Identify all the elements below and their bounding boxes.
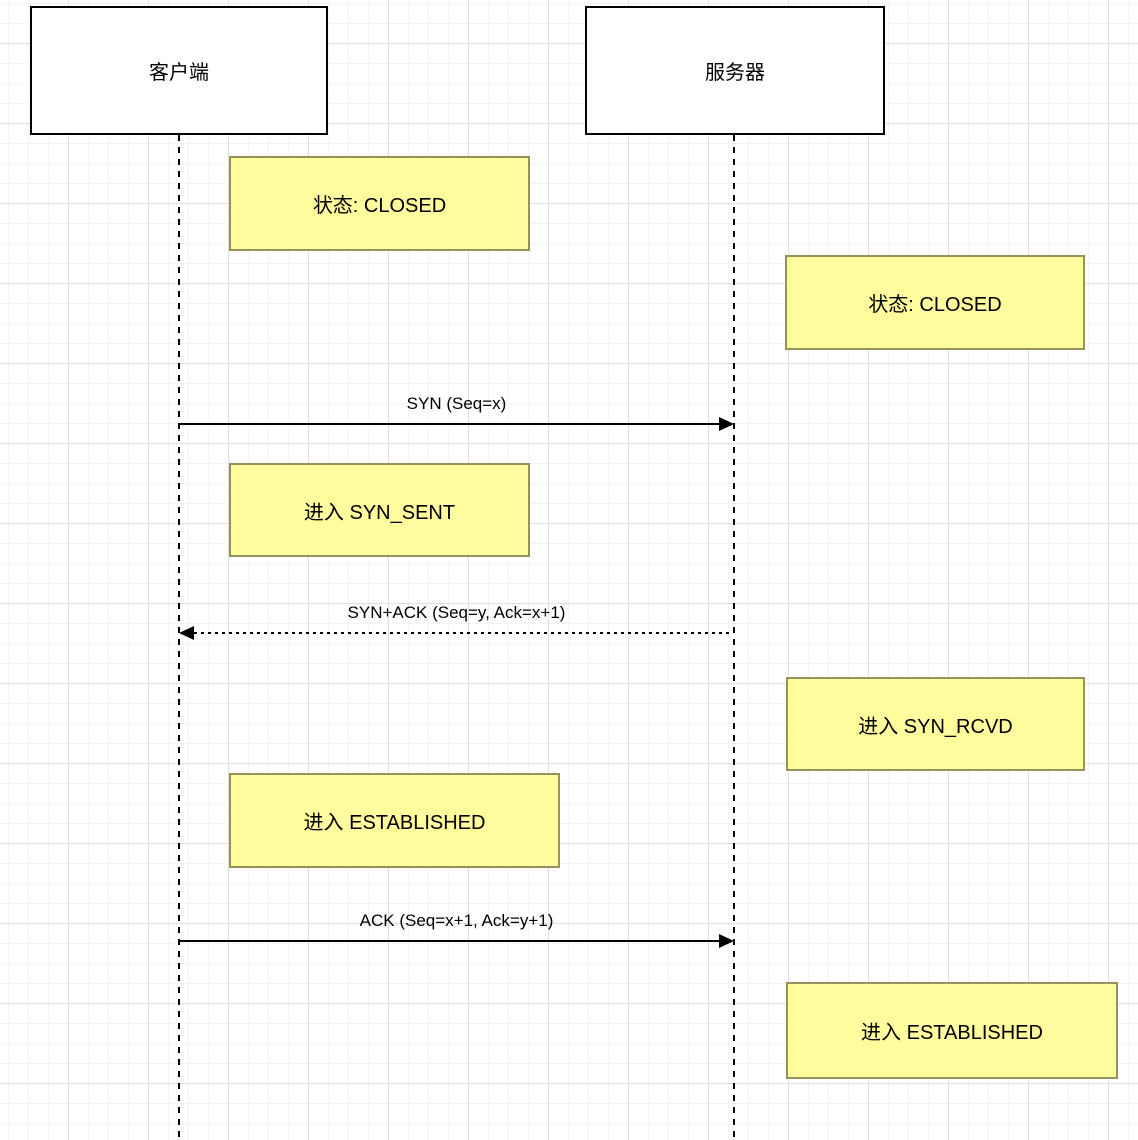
actor-client: 客户端 <box>30 6 328 135</box>
note-client-closed: 状态: CLOSED <box>229 156 530 251</box>
message-ack-arrowhead-icon <box>719 934 734 948</box>
note-client-syn-sent-label: 进入 SYN_SENT <box>303 501 456 524</box>
message-ack-line <box>179 940 720 942</box>
message-syn-ack-label: SYN+ACK (Seq=y, Ack=x+1) <box>347 603 566 622</box>
message-syn-arrowhead-icon <box>719 417 734 431</box>
note-server-closed: 状态: CLOSED <box>785 255 1085 350</box>
message-syn-ack-arrowhead-icon <box>179 626 194 640</box>
actor-client-label: 客户端 <box>149 62 209 84</box>
actor-server-label: 服务器 <box>705 62 765 84</box>
message-ack-label: ACK (Seq=x+1, Ack=y+1) <box>359 911 554 930</box>
note-server-syn-rcvd: 进入 SYN_RCVD <box>786 677 1085 771</box>
message-syn-label: SYN (Seq=x) <box>406 394 507 413</box>
note-server-established-label: 进入 ESTABLISHED <box>861 1022 1043 1044</box>
message-syn-ack-line <box>194 632 733 634</box>
actor-server: 服务器 <box>585 6 885 135</box>
note-client-established: 进入 ESTABLISHED <box>229 773 560 868</box>
note-server-syn-rcvd-label: 进入 SYN_RCVD <box>858 715 1013 738</box>
message-syn-line <box>179 423 720 425</box>
server-lifeline <box>733 135 735 1140</box>
note-client-closed-label: 状态: CLOSED <box>312 195 447 217</box>
note-client-syn-sent: 进入 SYN_SENT <box>229 463 530 557</box>
note-server-established: 进入 ESTABLISHED <box>786 982 1118 1079</box>
note-client-established-label: 进入 ESTABLISHED <box>303 812 486 834</box>
note-server-closed-label: 状态: CLOSED <box>868 294 1002 316</box>
